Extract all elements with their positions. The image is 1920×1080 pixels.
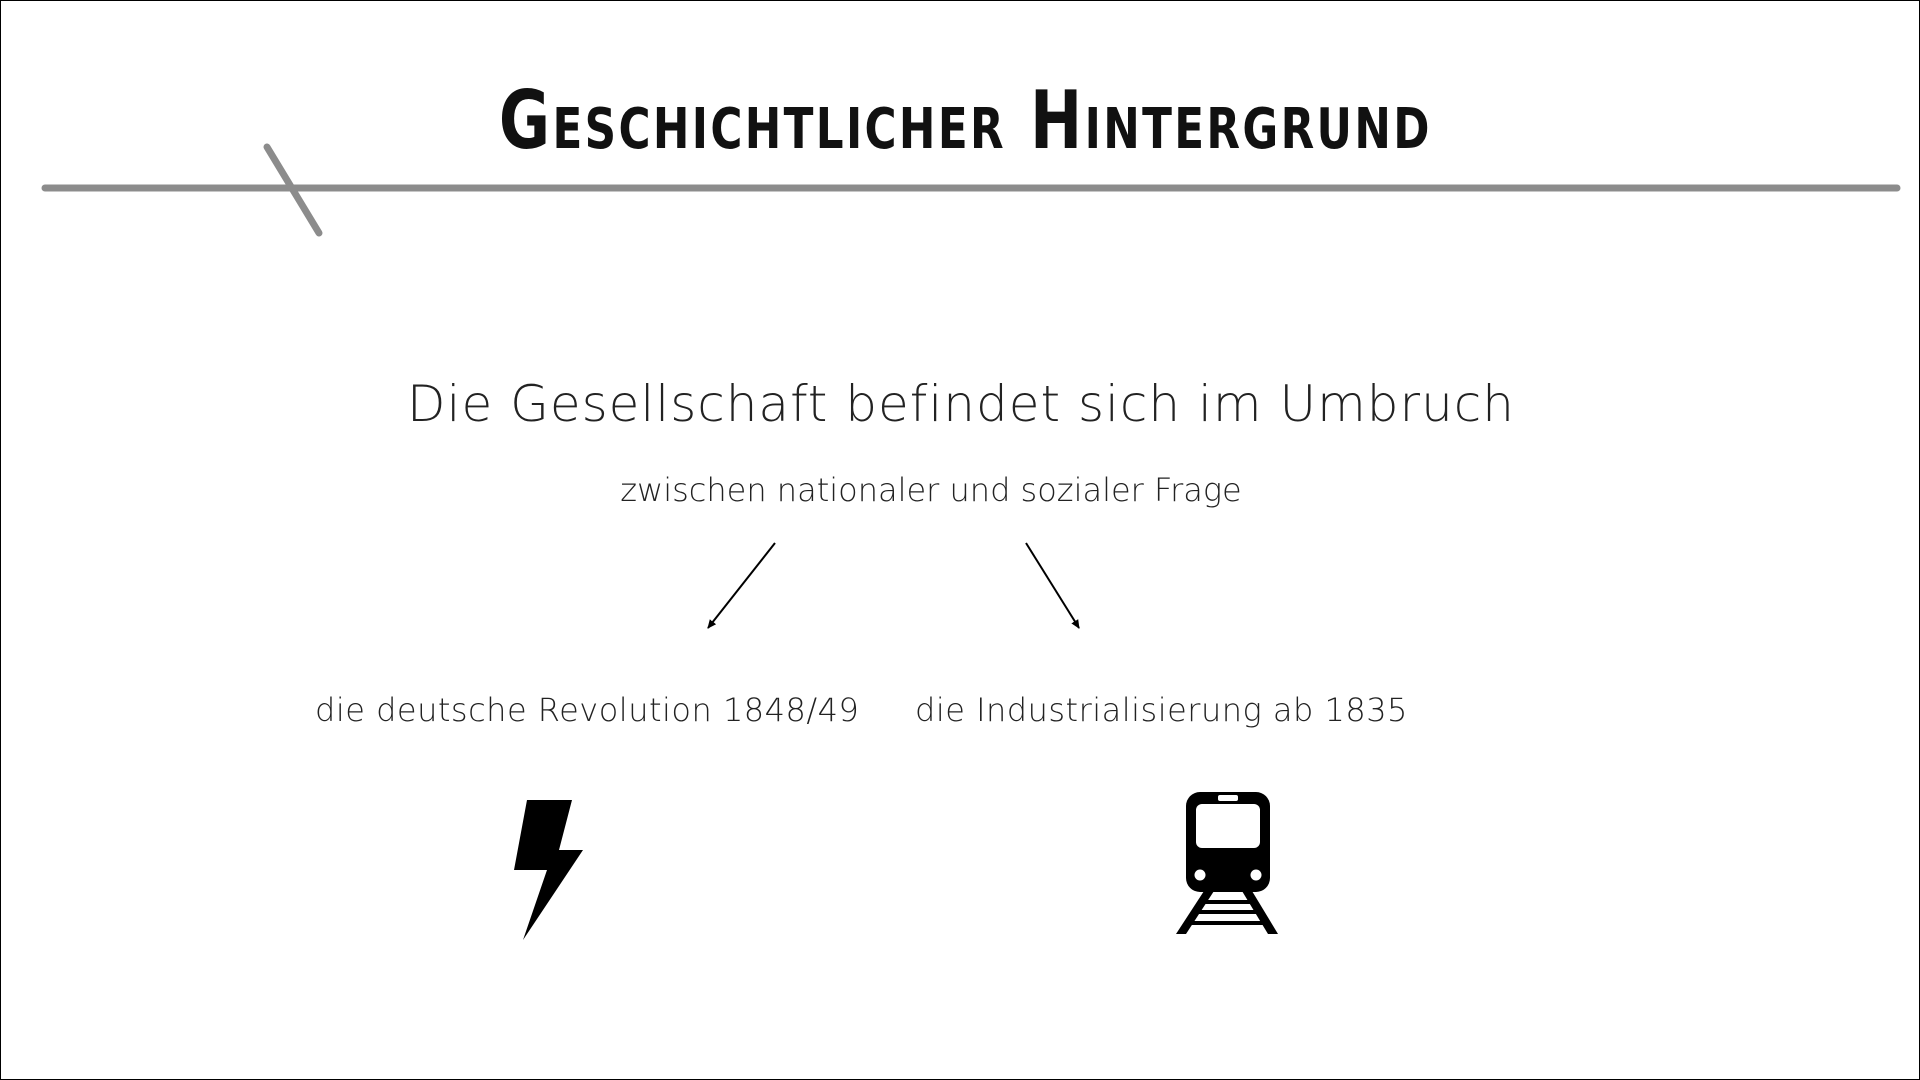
train-icon [1176, 792, 1278, 934]
slide-title: Geschichtlicher Hintergrund [498, 74, 1432, 167]
subheadline: zwischen nationaler und sozialer Frage [620, 471, 1242, 509]
industrialization-label: die Industrialisierung ab 1835 [915, 691, 1408, 729]
revolution-label: die deutsche Revolution 1848/49 [315, 691, 860, 729]
headline: Die Gesellschaft befindet sich im Umbruc… [407, 375, 1515, 433]
left-arrow [707, 542, 776, 629]
title-rule-slash [263, 143, 323, 237]
right-arrow [1025, 542, 1080, 629]
lightning-bolt-icon [514, 800, 583, 940]
